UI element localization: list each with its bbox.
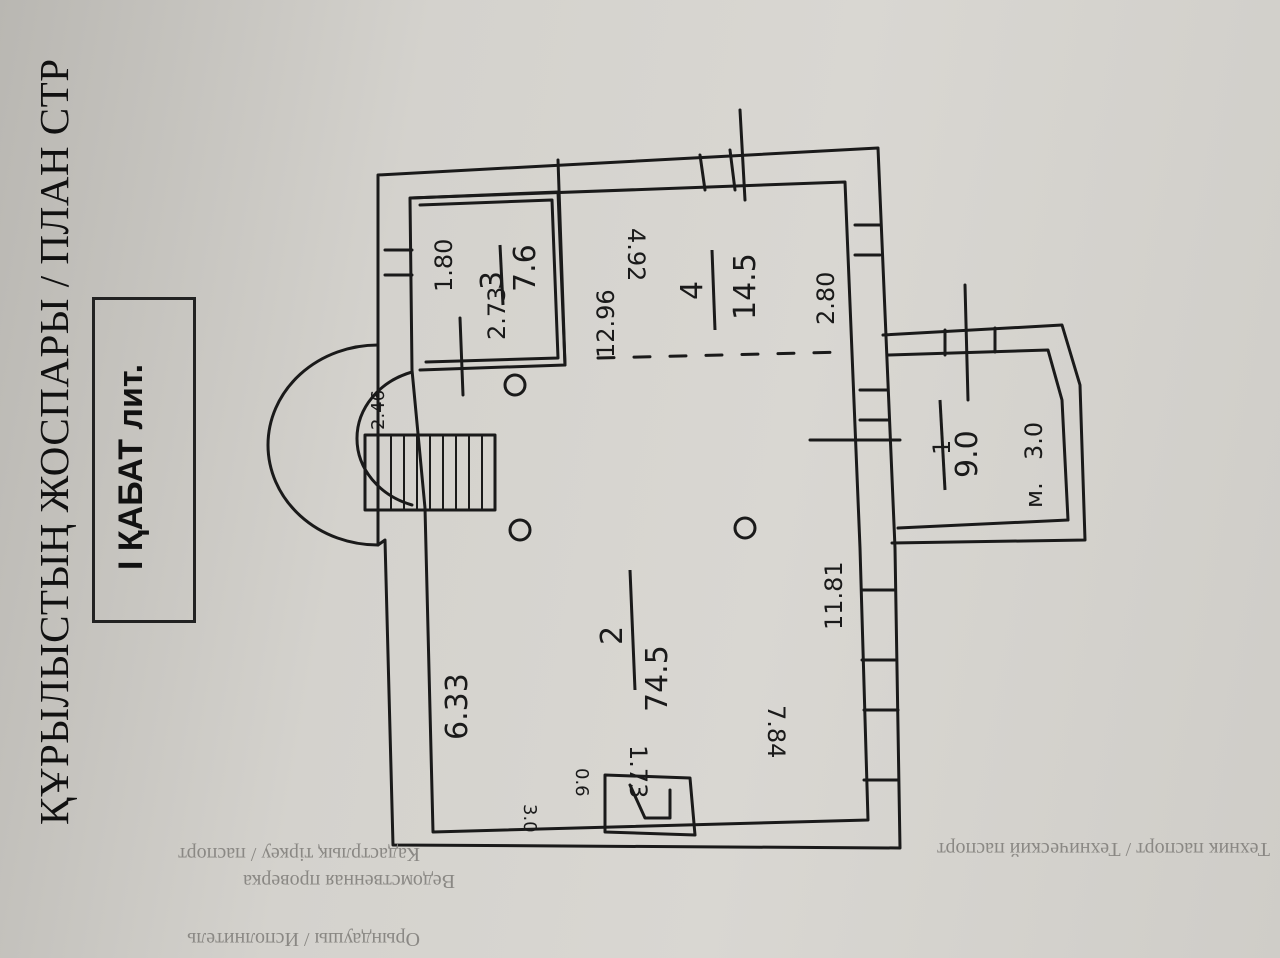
room-2-area: 74.5	[640, 645, 675, 712]
dashed-divider	[596, 350, 847, 360]
room-1-dim: 3.0	[1020, 421, 1048, 460]
faint-text-3: Орындаушы / Исполнитель	[187, 928, 420, 950]
dim-fireplace-depth: 0.6	[571, 768, 592, 797]
bay-inner	[355, 370, 414, 507]
floor-label: I ҚАБАТ лит.	[112, 363, 150, 570]
room3-inner	[418, 198, 560, 364]
annex-outer	[881, 323, 1087, 545]
faint-text-2: Ведомственная проверка	[243, 870, 455, 892]
room-4-number: 4	[675, 280, 710, 300]
faint-text-1: Кадастрлық тіркеу / паспорт	[178, 843, 420, 865]
dim-fireplace-width: 1.73	[624, 745, 652, 799]
dim-stair: 2.46	[368, 389, 389, 430]
document-title: ҚҰРЫЛЫСТЫҢ ЖОСПАРЫ / ПЛАН СТР	[31, 58, 77, 826]
dim-11-81: 11.81	[820, 561, 848, 630]
window-marks	[383, 148, 997, 782]
room-2-number: 2	[595, 625, 630, 645]
room-3-area: 7.6	[508, 244, 543, 292]
dim-corner: 3.0	[519, 804, 540, 833]
stair-treads	[377, 435, 483, 510]
room-1-area: 9.0	[950, 430, 985, 478]
dim-room3-side: 1.80	[430, 238, 458, 292]
faint-text-4: Техник паспорт / Технический паспорт	[937, 838, 1270, 860]
columns	[503, 373, 757, 542]
fireplace	[603, 773, 697, 837]
floor-label-box	[92, 297, 196, 623]
room-1-unit: м.	[1020, 482, 1048, 508]
dim-room4-side: 4.92	[622, 228, 650, 282]
dim-room3-depth: 2.73	[483, 286, 511, 340]
dim-2-80: 2.80	[812, 271, 840, 325]
room-4-area: 14.5	[728, 253, 763, 320]
inner-wall	[408, 180, 870, 834]
dim-7-84: 7.84	[762, 705, 790, 759]
bay-outer	[266, 343, 380, 547]
dim-12-96: 12.96	[592, 289, 620, 358]
dim-6-33: 6.33	[440, 673, 475, 740]
